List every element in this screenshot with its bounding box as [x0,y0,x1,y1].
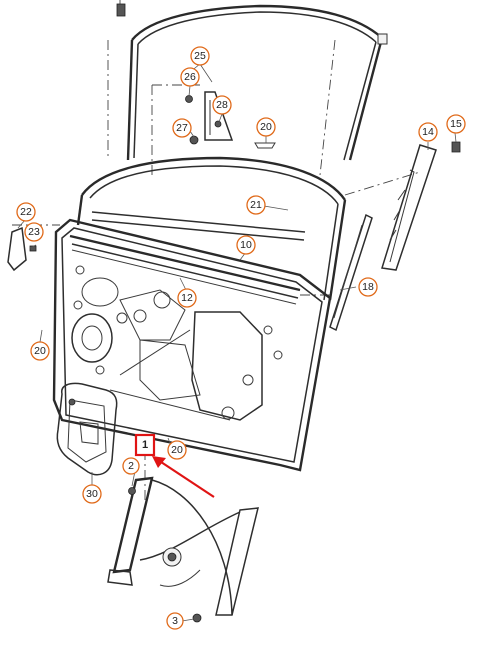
callout-15-label: 15 [450,118,462,130]
door-shell [52,156,347,472]
callout-21[interactable]: 21 [246,195,266,215]
callout-20-bottom[interactable]: 20 [167,440,187,460]
callout-15[interactable]: 15 [446,114,466,134]
top-bolt [116,3,126,17]
callout-30[interactable]: 30 [82,484,102,504]
leader-lines [17,63,457,622]
callout-26[interactable]: 26 [180,67,200,87]
callout-3-label: 3 [172,615,178,627]
callout-30-label: 30 [86,488,98,500]
callout-23[interactable]: 23 [24,222,44,242]
callout-25[interactable]: 25 [190,46,210,66]
callout-2[interactable]: 2 [122,457,140,475]
callout-12-label: 12 [181,292,193,304]
callout-28-label: 28 [216,99,228,111]
callout-2-label: 2 [128,460,134,472]
callout-21-label: 21 [250,199,262,211]
callout-27[interactable]: 27 [172,118,192,138]
callout-10-label: 10 [240,239,252,251]
construction-lines [12,0,421,500]
callout-26-label: 26 [184,71,196,83]
callout-20-left[interactable]: 20 [30,341,50,361]
callout-27-label: 27 [176,122,188,134]
door-seal-strip [381,141,461,271]
callout-22[interactable]: 22 [16,202,36,222]
callout-3[interactable]: 3 [166,612,184,630]
window-regulator [107,476,259,623]
callout-28[interactable]: 28 [212,95,232,115]
callout-14[interactable]: 14 [418,122,438,142]
window-guide-rail [329,213,373,332]
callout-10[interactable]: 10 [236,235,256,255]
callout-14-label: 14 [422,126,434,138]
callout-18-label: 18 [362,281,374,293]
side-clip [7,226,37,272]
callout-18[interactable]: 18 [358,277,378,297]
callout-20-top-label: 20 [260,121,272,133]
callout-20-bottom-label: 20 [171,444,183,456]
speaker-seal-panel [56,382,118,476]
window-seal-frame [126,4,388,161]
highlight-arrow [152,456,215,498]
callout-20-left-label: 20 [34,345,46,357]
selected-part-marker[interactable]: 1 [134,433,156,457]
selected-part-label: 1 [142,439,148,451]
callout-23-label: 23 [28,226,40,238]
callout-20-top[interactable]: 20 [256,117,276,137]
callout-22-label: 22 [20,206,32,218]
callout-25-label: 25 [194,50,206,62]
callout-12[interactable]: 12 [177,288,197,308]
